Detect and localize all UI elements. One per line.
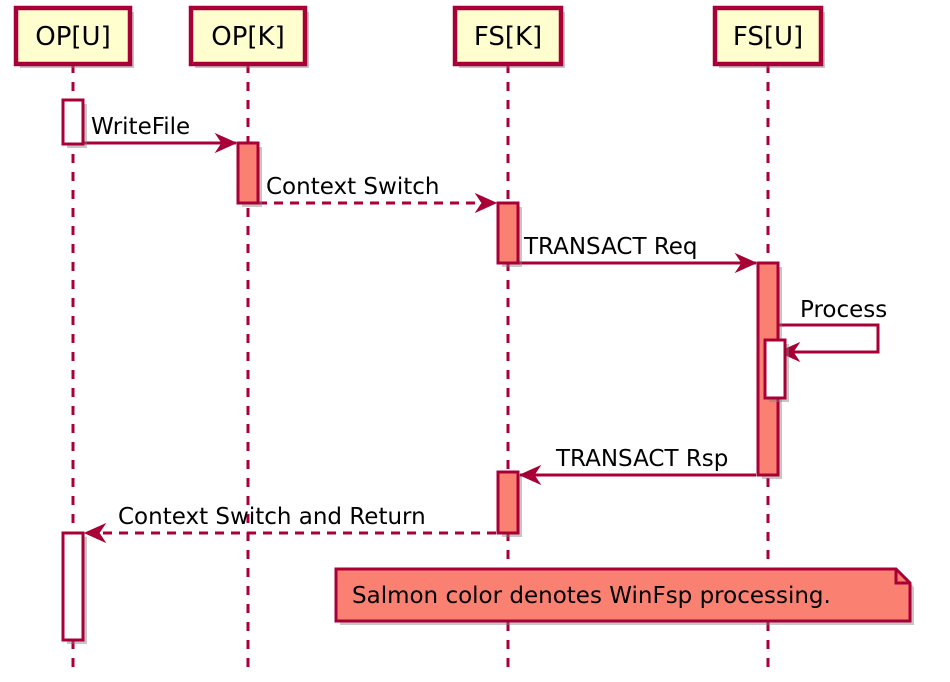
participant-fs-k[interactable]: FS[K] <box>452 5 565 68</box>
participant-label: FS[K] <box>474 22 542 52</box>
message-msg-transact-req <box>518 252 758 274</box>
note-fold-corner-icon <box>894 569 910 585</box>
participant-op-k[interactable]: OP[K] <box>188 5 309 68</box>
message-msg-context-switch-return <box>83 522 496 544</box>
participant-box[interactable] <box>13 5 133 67</box>
activation-act-fs-u-2 <box>763 338 789 402</box>
activation-act-op-u-2 <box>61 531 87 644</box>
participant-label: OP[K] <box>211 22 284 52</box>
activations-layer <box>61 98 789 644</box>
arrowhead-icon <box>214 132 238 154</box>
message-label-msg-writefile: WriteFile <box>91 114 190 140</box>
activation-bar <box>496 201 520 265</box>
message-msg-process <box>777 323 880 363</box>
activation-bar <box>763 338 787 400</box>
message-label-msg-context-switch: Context Switch <box>266 174 439 200</box>
activation-act-op-k-1 <box>236 141 262 207</box>
activation-bar <box>61 98 85 146</box>
message-label-msg-context-switch-return: Context Switch and Return <box>118 504 426 530</box>
arrowhead-icon <box>518 464 542 486</box>
activation-act-op-u-1 <box>61 98 87 148</box>
participant-box[interactable] <box>452 5 564 67</box>
note-text: Salmon color denotes WinFsp processing. <box>352 583 831 609</box>
activation-bar <box>61 531 85 642</box>
message-msg-writefile <box>83 132 238 154</box>
note-body <box>334 567 912 623</box>
activation-bar <box>236 141 260 205</box>
arrowhead-icon <box>734 252 758 274</box>
participant-label: FS[U] <box>733 22 803 52</box>
arrowhead-icon <box>777 341 801 363</box>
message-label-msg-transact-rsp: TRANSACT Rsp <box>555 446 728 472</box>
participant-box[interactable] <box>712 5 824 67</box>
message-line <box>778 323 880 354</box>
messages-layer <box>83 132 880 544</box>
arrowhead-icon <box>474 192 498 214</box>
message-msg-context-switch <box>258 192 498 214</box>
message-label-msg-process: Process <box>800 297 887 323</box>
participant-op-u[interactable]: OP[U] <box>13 5 134 68</box>
arrowhead-icon <box>83 522 107 544</box>
participants-layer: OP[U] OP[K] FS[K] FS[U] <box>13 5 825 68</box>
activation-act-fs-k-2 <box>496 470 522 537</box>
participant-box[interactable] <box>188 5 308 67</box>
note-note-salmon: Salmon color denotes WinFsp processing. <box>334 567 914 625</box>
activation-bar <box>496 470 520 535</box>
message-label-msg-transact-req: TRANSACT Req <box>523 234 698 260</box>
activation-act-fs-k-1 <box>496 201 522 267</box>
message-msg-transact-rsp <box>518 464 756 486</box>
participant-fs-u[interactable]: FS[U] <box>712 5 825 68</box>
notes-layer: Salmon color denotes WinFsp processing. <box>334 567 914 625</box>
participant-label: OP[U] <box>35 22 110 52</box>
